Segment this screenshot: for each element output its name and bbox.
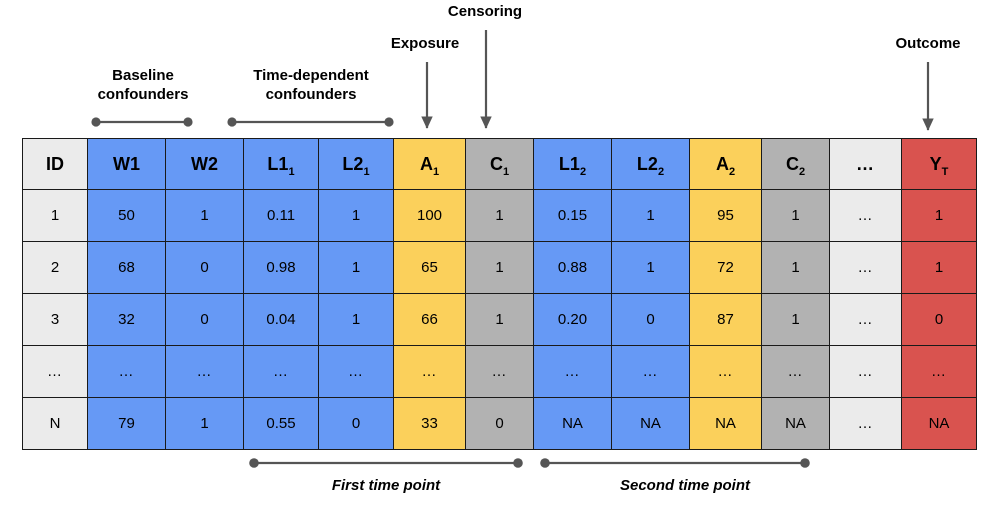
cell-w1-r5: 79 [87, 397, 166, 450]
cell-l21-r1: 1 [318, 189, 394, 242]
cell-c2-r1: 1 [761, 189, 830, 242]
cell-c1-r4: … [465, 345, 534, 398]
cell-a1-r2: 65 [393, 241, 466, 294]
cell-yt-r1: 1 [901, 189, 977, 242]
cell-l22-r1: 1 [611, 189, 690, 242]
column-header-l12: L12 [533, 138, 612, 190]
cell-l22-r2: 1 [611, 241, 690, 294]
cell-c1-r3: 1 [465, 293, 534, 346]
column-header-id: ID [22, 138, 88, 190]
cell-c2-r2: 1 [761, 241, 830, 294]
annotation-censoring: Censoring [447, 3, 523, 20]
cell-a2-r5: NA [689, 397, 762, 450]
range-bracket-icon-time-dependent [227, 117, 394, 127]
cell-gap-r3: … [829, 293, 902, 346]
cell-c2-r3: 1 [761, 293, 830, 346]
cell-yt-r5: NA [901, 397, 977, 450]
column-header-w1: W1 [87, 138, 166, 190]
cell-l11-r3: 0.04 [243, 293, 319, 346]
column-header-l21: L21 [318, 138, 394, 190]
cell-w2-r3: 0 [165, 293, 244, 346]
cell-w2-r1: 1 [165, 189, 244, 242]
cell-l21-r5: 0 [318, 397, 394, 450]
cell-w2-r4: … [165, 345, 244, 398]
cell-yt-r4: … [901, 345, 977, 398]
cell-w1-r1: 50 [87, 189, 166, 242]
range-bracket-icon-second-time-point [540, 458, 810, 468]
cell-id-r5: N [22, 397, 88, 450]
cell-a2-r3: 87 [689, 293, 762, 346]
cell-l21-r4: … [318, 345, 394, 398]
annotation-time-dependent-confounders: Time-dependent confounders [253, 67, 369, 103]
table-row: ………………………………… [22, 345, 977, 398]
cell-gap-r1: … [829, 189, 902, 242]
cell-id-r2: 2 [22, 241, 88, 294]
annotation-exposure: Exposure [390, 35, 460, 52]
column-header-a2: A2 [689, 138, 762, 190]
cell-l11-r5: 0.55 [243, 397, 319, 450]
column-header-w2: W2 [165, 138, 244, 190]
cell-w2-r2: 0 [165, 241, 244, 294]
cell-a1-r5: 33 [393, 397, 466, 450]
cell-c1-r5: 0 [465, 397, 534, 450]
cell-yt-r3: 0 [901, 293, 977, 346]
cell-a1-r1: 100 [393, 189, 466, 242]
cell-gap-r4: … [829, 345, 902, 398]
cell-l22-r5: NA [611, 397, 690, 450]
cell-id-r4: … [22, 345, 88, 398]
cell-a2-r4: … [689, 345, 762, 398]
annotation-outcome: Outcome [895, 35, 961, 52]
cell-l12-r5: NA [533, 397, 612, 450]
column-header-c2: C2 [761, 138, 830, 190]
annotation-first-time-point: First time point [331, 477, 441, 494]
cell-w1-r3: 32 [87, 293, 166, 346]
column-header-l11: L11 [243, 138, 319, 190]
cell-l22-r3: 0 [611, 293, 690, 346]
cell-a2-r1: 95 [689, 189, 762, 242]
cell-l21-r3: 1 [318, 293, 394, 346]
cell-l11-r2: 0.98 [243, 241, 319, 294]
cell-l22-r4: … [611, 345, 690, 398]
column-header-l22: L22 [611, 138, 690, 190]
cell-l12-r1: 0.15 [533, 189, 612, 242]
cell-c2-r5: NA [761, 397, 830, 450]
range-bracket-icon-baseline [91, 117, 193, 127]
annotation-second-time-point: Second time point [619, 477, 750, 494]
column-header-yt: YT [901, 138, 977, 190]
cell-w1-r2: 68 [87, 241, 166, 294]
cell-yt-r2: 1 [901, 241, 977, 294]
range-bracket-icon-first-time-point [249, 458, 523, 468]
cell-a1-r3: 66 [393, 293, 466, 346]
column-header-c1: C1 [465, 138, 534, 190]
cell-l12-r4: … [533, 345, 612, 398]
annotation-baseline-confounders: Baseline confounders [97, 67, 189, 103]
cell-a1-r4: … [393, 345, 466, 398]
cell-id-r3: 3 [22, 293, 88, 346]
cell-l12-r2: 0.88 [533, 241, 612, 294]
cell-gap-r5: … [829, 397, 902, 450]
cell-w2-r5: 1 [165, 397, 244, 450]
cell-w1-r4: … [87, 345, 166, 398]
cell-gap-r2: … [829, 241, 902, 294]
cell-c1-r2: 1 [465, 241, 534, 294]
cell-c2-r4: … [761, 345, 830, 398]
cell-l11-r4: … [243, 345, 319, 398]
cell-a2-r2: 72 [689, 241, 762, 294]
cell-l12-r3: 0.20 [533, 293, 612, 346]
column-header-a1: A1 [393, 138, 466, 190]
cell-id-r1: 1 [22, 189, 88, 242]
cell-c1-r1: 1 [465, 189, 534, 242]
cell-l11-r1: 0.11 [243, 189, 319, 242]
cell-l21-r2: 1 [318, 241, 394, 294]
column-header-gap: … [829, 138, 902, 190]
